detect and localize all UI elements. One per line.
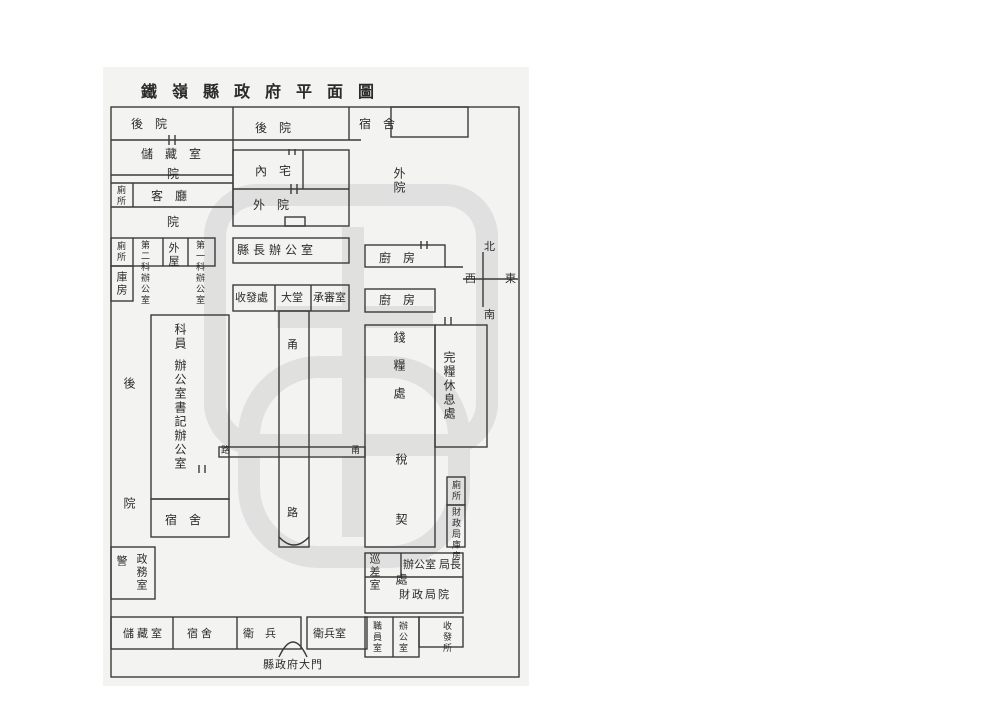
- room-secretary-office: 書記辦公室: [173, 401, 187, 471]
- room-back-courtyard-top: 後 院: [255, 121, 292, 135]
- room-storage: 儲 藏 室: [141, 147, 202, 161]
- room-courtyard-2: 院: [167, 215, 180, 229]
- room-toilet-3: 廁所: [450, 480, 460, 502]
- room-administration: 政務室: [135, 553, 148, 592]
- room-grain-rest-area: 完糧休息處: [442, 351, 456, 421]
- room-county-head-office: 縣長辦公室: [237, 243, 318, 257]
- room-back-courtyard-west: 後 院: [122, 377, 136, 557]
- room-outer-courtyard-inner: 外 院: [253, 198, 290, 212]
- compass-south: 南: [484, 308, 495, 321]
- compass-north: 北: [484, 240, 495, 253]
- room-kitchen-2: 廚 房: [379, 293, 416, 307]
- room-guard: 衛 兵: [243, 627, 276, 640]
- plan-walls: [110, 106, 520, 678]
- room-grain-tax-office: 錢 糧 處: [392, 331, 406, 401]
- compass-west: 西: [465, 272, 476, 285]
- room-finance-storehouse: 財政局庫房: [450, 507, 460, 562]
- room-receiving-office: 收發所: [441, 621, 451, 654]
- room-reception-hall: 客 廳: [151, 189, 188, 203]
- room-bureau-chief: 局長: [439, 558, 461, 571]
- room-kitchen-1: 廚 房: [379, 251, 416, 265]
- room-courtyard-1: 院: [167, 167, 180, 181]
- room-dormitory-mid: 宿 舍: [165, 513, 202, 527]
- room-guard-room: 衛兵室: [313, 627, 346, 640]
- scanned-plan-sheet: 鐵嶺縣政府平面圖 後 院 後 院 宿 舍 儲 藏 室 內 宅 外 院 院 院 客…: [103, 67, 529, 686]
- room-finance-bureau-courtyard: 財政局院: [399, 588, 451, 601]
- floor-plan-svg: [110, 106, 520, 678]
- path-label-h1: 路: [221, 446, 231, 456]
- room-toilet-1: 廁所: [115, 185, 125, 207]
- room-main-hall: 大堂: [281, 291, 303, 304]
- room-inner-residence: 內 宅: [255, 164, 292, 178]
- path-label-2: 路: [287, 506, 298, 519]
- room-staff: 職員室: [371, 621, 381, 654]
- room-office-2: 辦公室: [397, 621, 407, 654]
- plan-title: 鐵嶺縣政府平面圖: [141, 82, 390, 101]
- room-toilet-2: 廁所: [115, 241, 125, 263]
- room-tax-deed-office: 稅 契 處: [394, 453, 408, 603]
- room-outer-house: 外屋: [167, 242, 180, 268]
- room-police: 警: [115, 555, 128, 568]
- room-outer-courtyard-east: 外院: [392, 167, 406, 195]
- room-trial-judge-office: 承審室: [313, 291, 346, 304]
- room-back-courtyard-tl: 後 院: [131, 117, 168, 131]
- compass-east: 東: [505, 272, 516, 285]
- room-storage-2: 儲藏室: [123, 627, 165, 640]
- room-dispatch-office: 收發處: [235, 291, 268, 304]
- path-label-h2: 甬: [351, 446, 361, 456]
- room-second-section-office: 第二科辦公室: [139, 240, 149, 306]
- room-dormitory-tr: 宿 舍: [359, 117, 396, 131]
- room-office: 辦公室: [403, 558, 436, 571]
- room-clerks-office: 辦公室: [173, 359, 187, 401]
- room-first-section-office: 第一科辦公室: [194, 240, 204, 306]
- room-clerks: 科員: [173, 323, 187, 351]
- room-dormitory-2: 宿舍: [187, 627, 215, 640]
- main-gate-label: 縣政府大門: [263, 658, 323, 671]
- room-patrol: 巡差室: [368, 553, 381, 592]
- watermark-emblem: [204, 184, 498, 568]
- path-label-1: 甬: [287, 338, 298, 351]
- room-storehouse: 庫房: [115, 271, 128, 297]
